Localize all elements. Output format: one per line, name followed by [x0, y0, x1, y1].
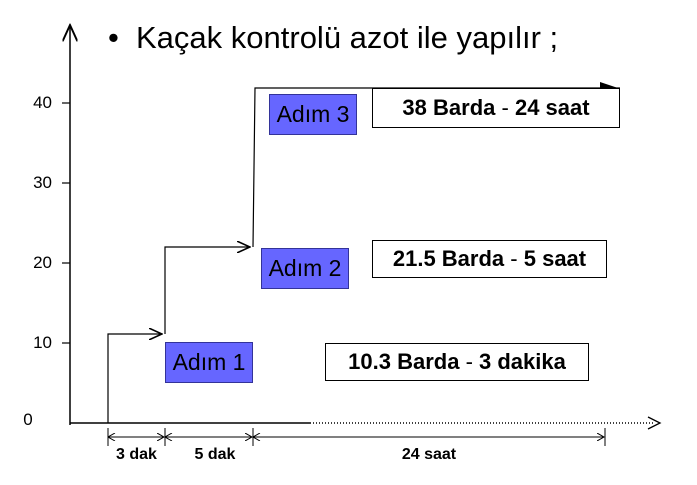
step-detail-1-time: 3 dakika	[479, 349, 566, 374]
duration-label-2: 5 dak	[194, 446, 236, 463]
step-detail-3-time: 24 saat	[514, 95, 590, 120]
duration-dimension-lines	[107, 428, 606, 446]
y-tick-label: 20	[33, 253, 52, 272]
step-detail-2: 21.5 Barda - 5 saat	[372, 240, 607, 278]
step-detail-1-value: 10.3 Barda	[348, 349, 460, 374]
step-detail-3-sep: -	[501, 95, 509, 120]
y-tick-label: 10	[33, 333, 52, 352]
step-detail-3: 38 Barda - 24 saat	[372, 88, 620, 128]
step-detail-1: 10.3 Barda - 3 dakika	[325, 343, 589, 381]
step-detail-1-sep: -	[465, 349, 473, 374]
step-detail-2-sep: -	[510, 246, 518, 271]
y-tick-label: 40	[33, 93, 52, 112]
step-line-1	[107, 334, 162, 423]
y-tick-label: 30	[33, 173, 52, 192]
heading-text: Kaçak kontrolü azot ile yapılır ;	[136, 20, 559, 55]
bullet-icon: •	[108, 20, 119, 55]
x-axis-arrowhead	[647, 416, 662, 430]
step-detail-2-value: 21.5 Barda	[392, 246, 505, 271]
heading: • Kaçak kontrolü azot ile yapılır ;	[108, 20, 558, 56]
y-tick-label: 0	[23, 410, 33, 429]
step-label-2: Adım 2	[261, 248, 349, 289]
step-detail-2-time: 5 saat	[523, 246, 587, 271]
duration-label-3: 24 saat	[401, 446, 457, 463]
step-detail-3-value: 38 Barda	[402, 95, 496, 120]
step-label-3: Adım 3	[269, 94, 357, 135]
duration-label-1: 3 dak	[116, 446, 157, 463]
y-axis-ticks	[62, 102, 70, 344]
step-line-2	[164, 247, 250, 334]
step-label-1: Adım 1	[165, 342, 253, 383]
